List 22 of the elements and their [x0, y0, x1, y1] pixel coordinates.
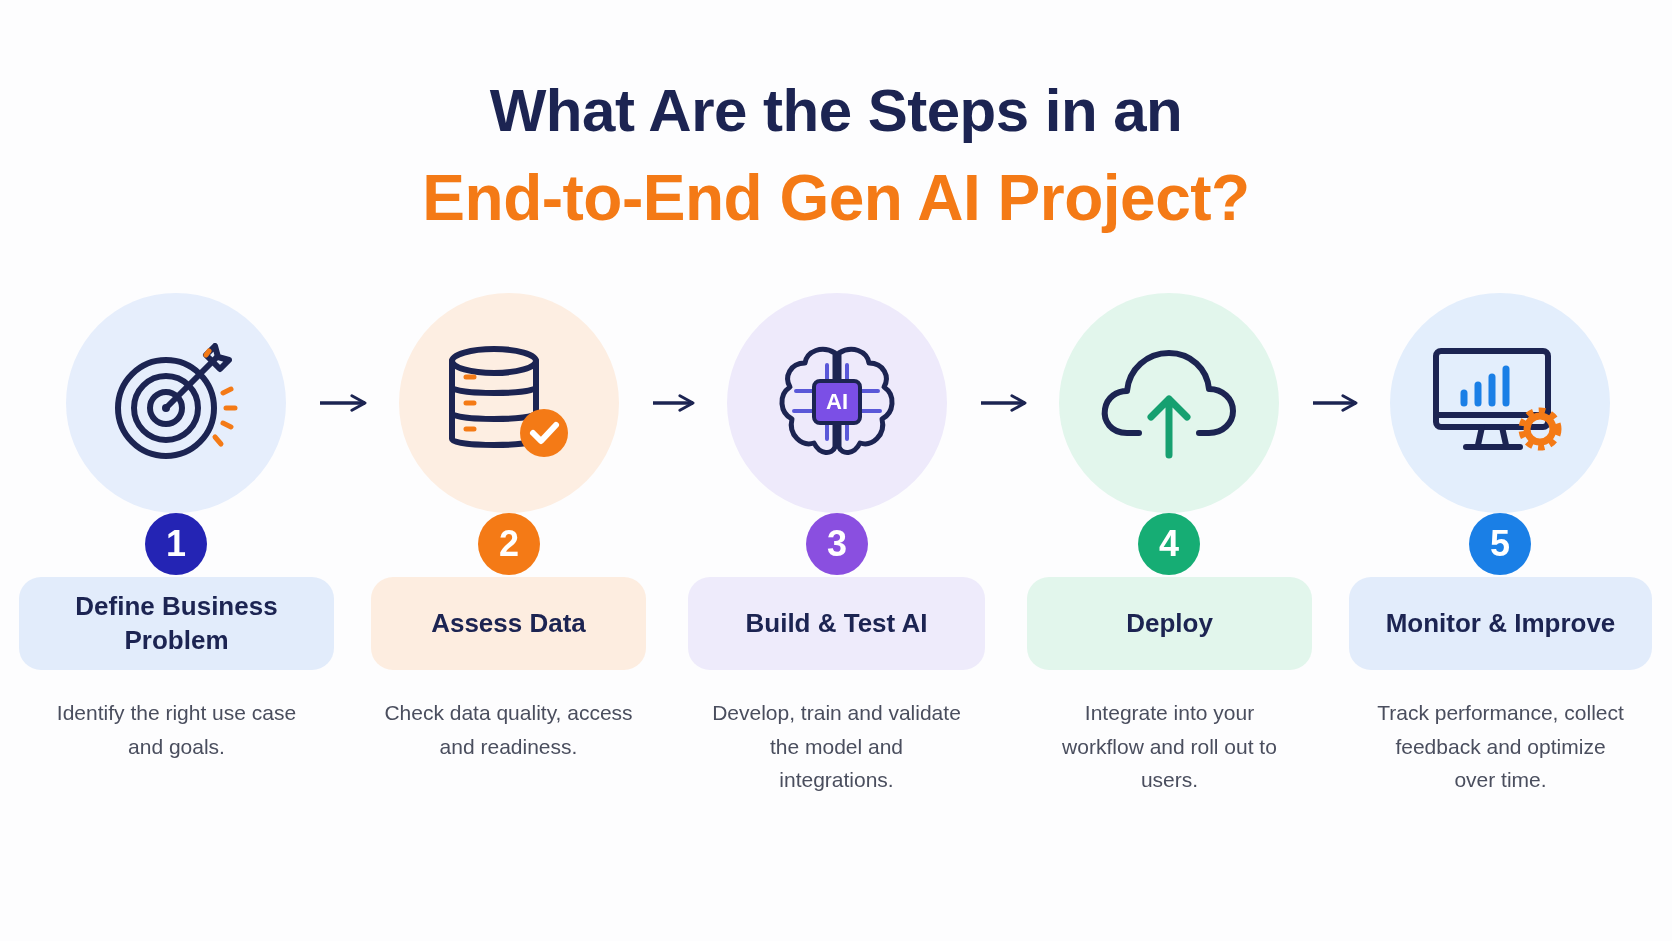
step-number: 2 [478, 513, 540, 575]
step-description: Check data quality, access and readiness. [383, 700, 634, 760]
step-title: Define Business Problem [19, 577, 334, 670]
arrow [981, 394, 1027, 412]
subtitle: End-to-End Gen AI Project? [422, 163, 1250, 234]
step-number: 1 [145, 513, 207, 575]
step-description: Integrate into your workflow and roll out to users. [1061, 700, 1278, 794]
step-description: Develop, train and validate the model and integrations. [711, 700, 962, 794]
step-title: Monitor & Improve [1349, 577, 1652, 670]
step-description: Track performance, collect feedback and optimize over time. [1376, 700, 1625, 794]
step-title: Build & Test AI [688, 577, 985, 670]
arrow [320, 394, 367, 412]
step-number: 3 [806, 513, 868, 575]
chip-label: AI [826, 391, 848, 413]
step-number: 5 [1469, 513, 1531, 575]
step-title: Deploy [1027, 577, 1312, 670]
step-description: Identify the right use case and goals. [55, 700, 298, 760]
title: What Are the Steps in an [489, 78, 1183, 144]
step-number: 4 [1138, 513, 1200, 575]
step-title: Assess Data [371, 577, 646, 670]
arrow [653, 394, 695, 412]
arrow [1313, 394, 1358, 412]
